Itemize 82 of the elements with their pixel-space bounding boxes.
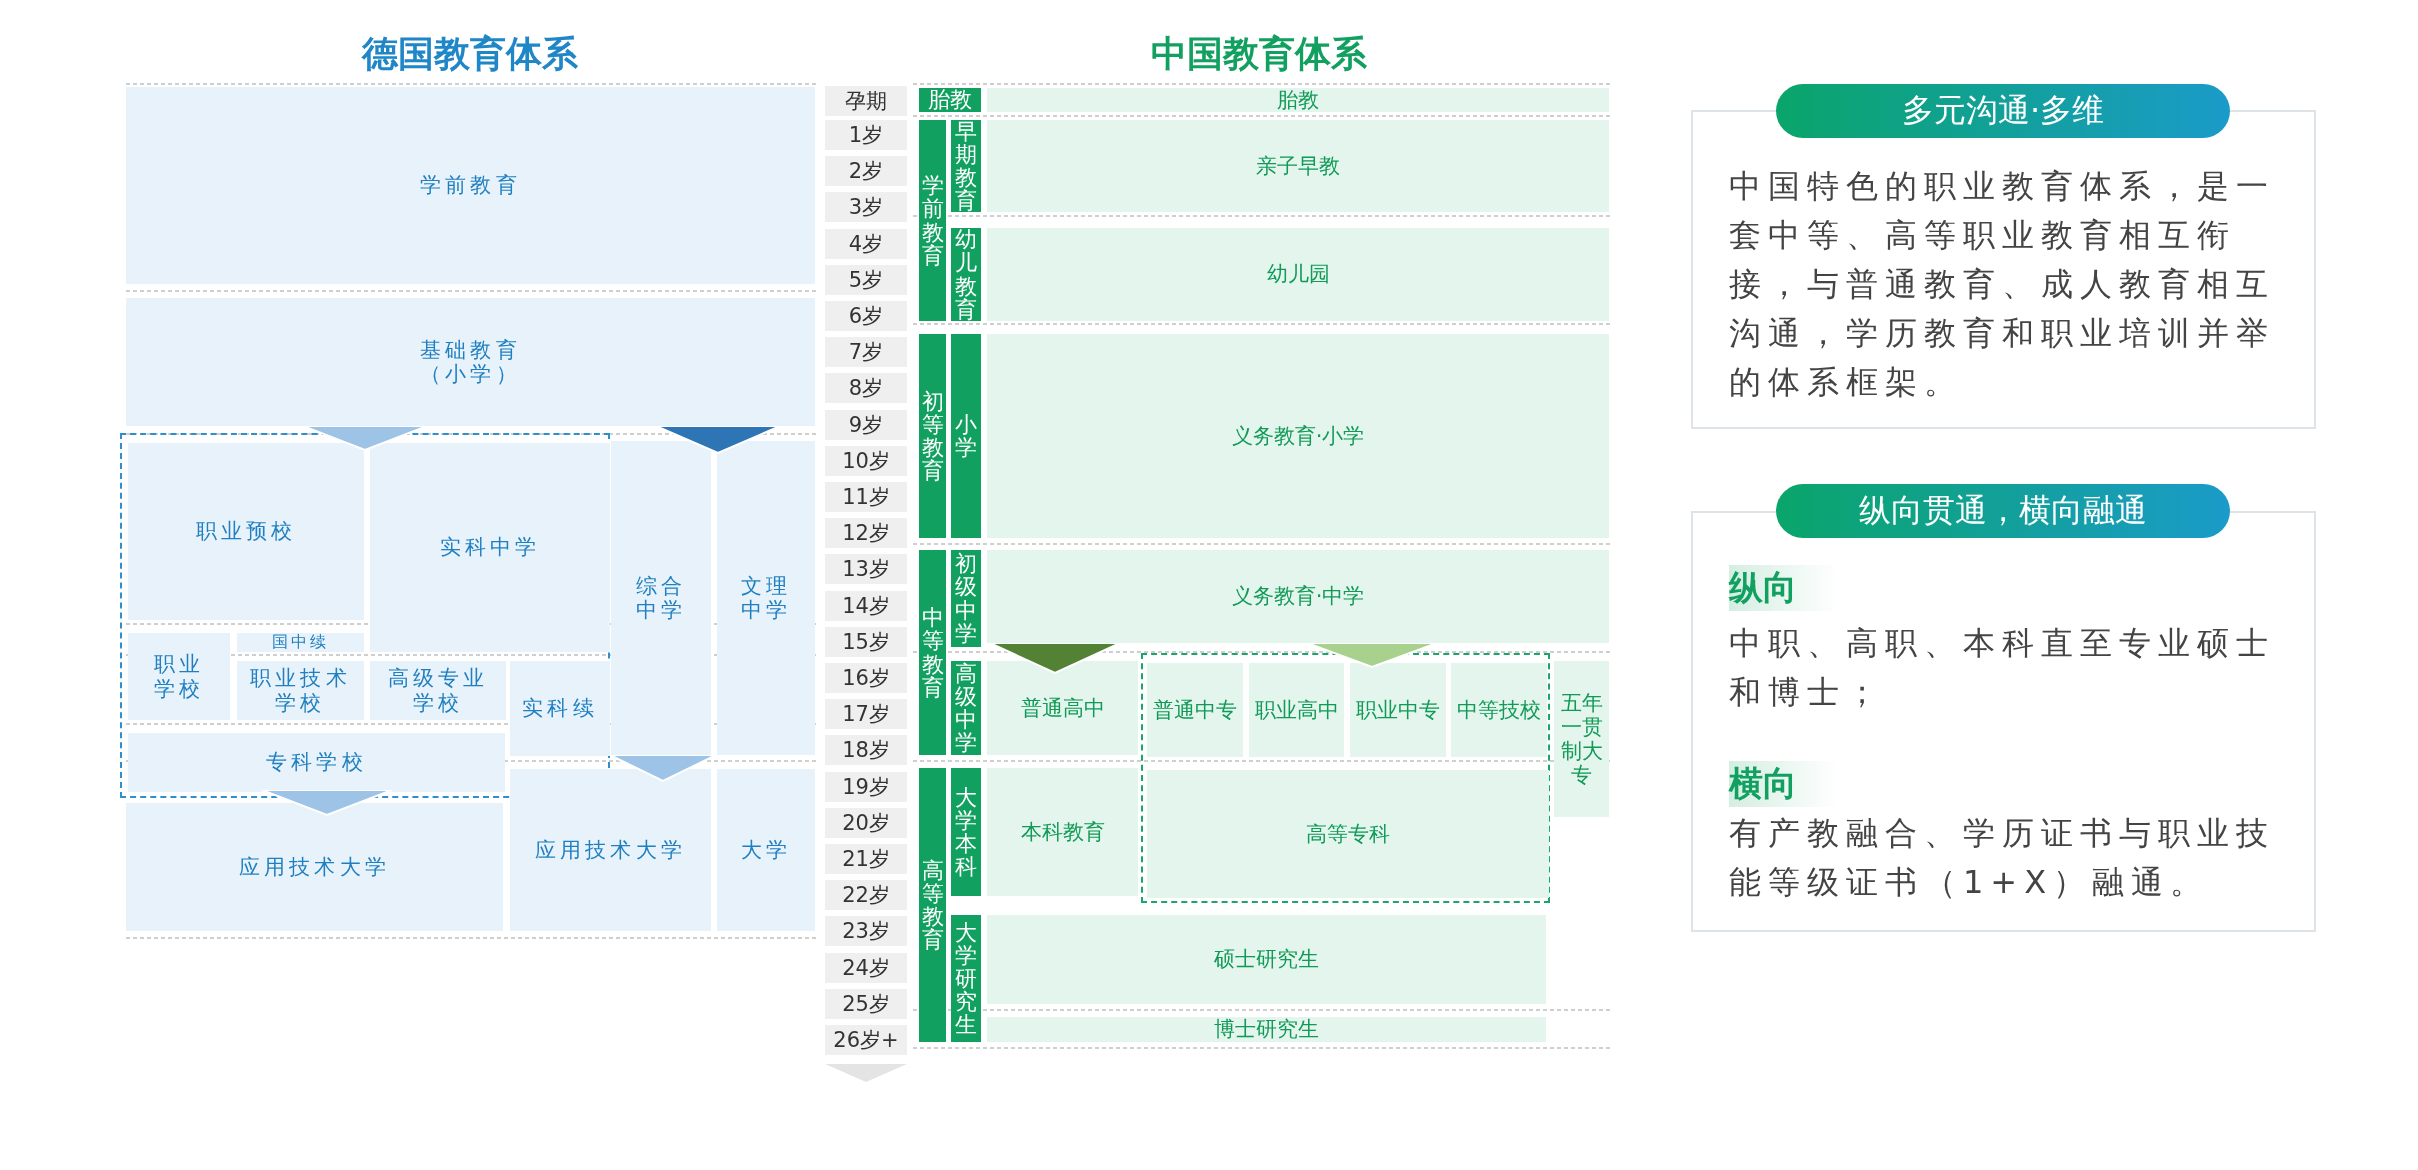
age-cell: 7岁: [825, 337, 907, 368]
age-cell: 22岁: [825, 880, 907, 911]
age-cell: 2岁: [825, 156, 907, 187]
school-box: 学前教育: [126, 87, 815, 284]
age-cell: 孕期: [825, 86, 907, 116]
age-cell: 4岁: [825, 228, 907, 259]
node-label: 实科中学: [439, 535, 541, 560]
school-box: 专科学校: [128, 733, 505, 792]
chevron-arrow: [261, 789, 393, 816]
age-cell: 1岁: [825, 120, 907, 150]
age-cell: 6岁: [825, 301, 907, 331]
age-cell: 23岁: [825, 916, 907, 947]
paragraph: 中国特色的职业教育体系，是一套中等、高等职业教育相互衔接，与普通教育、成人教育相互沟通，学历教育和职业培训并举的体系框架。: [1729, 166, 2276, 403]
age-cell: 25岁: [825, 988, 907, 1019]
school-box: 实科中学: [370, 443, 610, 652]
school-box: 实科续: [510, 661, 610, 756]
node-label: 实科续: [522, 696, 598, 721]
node-label: 综合中学: [635, 573, 687, 622]
paragraph: 中职、高职、本科直至专业硕士和博士；: [1729, 623, 2276, 713]
stage-tag: 大学研究生: [951, 915, 981, 1042]
stage-tag: 胎教: [919, 88, 981, 112]
stage-tag: 初等教育: [919, 334, 946, 538]
stage-tag: 大学本科: [951, 768, 981, 896]
dashed-group-frame: [1141, 653, 1550, 903]
age-cell: 24岁: [825, 952, 907, 983]
stage-tag: 中等教育: [919, 550, 946, 755]
program-box: 亲子早教: [987, 120, 1609, 212]
program-box: 职业高中: [1249, 663, 1344, 757]
age-cell: 21岁: [825, 844, 907, 874]
program-box: 胎教: [987, 88, 1609, 112]
program-box: 职业中专: [1350, 663, 1446, 757]
program-box: 博士研究生: [987, 1017, 1546, 1042]
school-box: 应用技术大学: [510, 769, 711, 931]
school-box: 职业学校: [128, 633, 230, 720]
age-cell: 11岁: [825, 482, 907, 512]
school-box: 国中续: [237, 633, 364, 652]
stage-tag: 幼儿教育: [951, 228, 981, 321]
program-box: 高等专科: [1147, 770, 1549, 898]
header-pill: 多元沟通·多维: [1776, 84, 2230, 138]
column-title: 德国教育体系: [362, 32, 578, 76]
age-cell: 19岁: [825, 771, 907, 802]
school-box: 职业预校: [128, 443, 364, 620]
program-box: 普通高中: [987, 661, 1138, 755]
age-cell: 9岁: [825, 409, 907, 440]
age-cell: 13岁: [825, 554, 907, 585]
header-pill: 纵向贯通，横向融通: [1776, 484, 2230, 538]
stage-tag: 早期教育: [951, 120, 981, 212]
program-box: 本科教育: [987, 768, 1138, 896]
program-box: 幼儿园: [987, 228, 1609, 321]
age-cell: 17岁: [825, 699, 907, 730]
age-cell: 18岁: [825, 735, 907, 766]
school-box: 高级专业学校: [370, 661, 506, 720]
stage-tag: 小学: [951, 334, 981, 538]
school-box: 文理中学: [717, 441, 815, 755]
school-box: 基础教育（小学）: [126, 298, 815, 426]
age-cell: 16岁: [825, 663, 907, 693]
school-box: 应用技术大学: [126, 803, 503, 931]
stage-tag: 高等教育: [919, 768, 946, 1042]
age-cell: 8岁: [825, 373, 907, 404]
school-box: 职业技术学校: [237, 661, 364, 720]
program-box: 义务教育·中学: [987, 550, 1609, 643]
stage-tag: 高级中学: [951, 661, 981, 755]
program-box: 普通中专: [1147, 663, 1243, 757]
program-box: 硕士研究生: [987, 915, 1546, 1004]
program-box: 义务教育·小学: [987, 334, 1609, 538]
dashed-group-frame: [120, 433, 610, 798]
stage-tag: 初级中学: [951, 550, 981, 647]
age-cell: 10岁: [825, 445, 907, 476]
column-title: 中国教育体系: [1151, 32, 1367, 76]
age-cell: 3岁: [825, 192, 907, 223]
stage-tag: 学前教育: [919, 120, 946, 321]
program-box: 五年一贯制大专: [1554, 661, 1609, 817]
age-cell: 14岁: [825, 590, 907, 621]
age-cell: 15岁: [825, 626, 907, 657]
paragraph: 有产教融合、学历证书与职业技能等级证书（1+X）融通。: [1729, 813, 2276, 903]
age-cell: 20岁: [825, 807, 907, 838]
school-box: 大学: [717, 769, 815, 931]
school-box: 综合中学: [611, 441, 711, 755]
program-box: 中等技校: [1451, 663, 1547, 757]
age-cell: 5岁: [825, 264, 907, 295]
age-cell: 26岁+: [825, 1025, 907, 1055]
age-cell: 12岁: [825, 518, 907, 549]
